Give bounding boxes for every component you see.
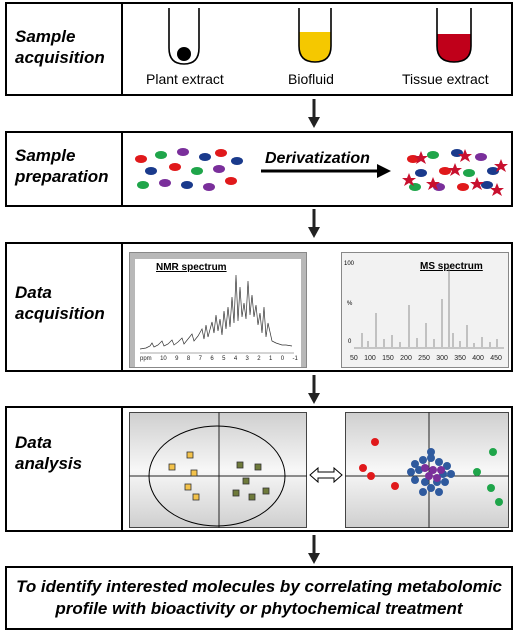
- conclusion-line: profile with bioactivity or phytochemica…: [55, 599, 463, 618]
- tissue-extract-label: Tissue extract: [402, 71, 489, 87]
- step-label-line: acquisition: [15, 48, 105, 67]
- step-label-line: Data: [15, 433, 52, 452]
- tissue-extract-tube: [436, 8, 472, 63]
- step-label-sample-preparation: Sample preparation: [15, 145, 109, 187]
- ms-x-tick-label: 400: [472, 355, 484, 362]
- ms-x-tick-label: 250: [418, 355, 430, 362]
- down-arrow-icon: [308, 99, 320, 128]
- nmr-tick-label: ppm: [140, 356, 152, 362]
- nmr-tick-label: -1: [292, 356, 298, 362]
- derivatization-label: Derivatization: [265, 150, 370, 167]
- ms-peaks: [354, 265, 504, 349]
- pca-score-plot: [129, 412, 307, 528]
- nmr-trace: [139, 274, 294, 354]
- molecule-dots-after: [402, 149, 508, 196]
- data-analysis-panel: Data analysis: [5, 406, 513, 532]
- plant-extract-label: Plant extract: [146, 71, 224, 87]
- nmr-tick-label: 10: [160, 356, 167, 362]
- down-arrow-icon: [308, 535, 320, 564]
- plant-extract-tube: [168, 8, 200, 65]
- ms-y-tick-label: 0: [348, 339, 352, 345]
- step-label-line: Sample: [15, 27, 76, 46]
- step-label-column: Sample preparation: [7, 133, 123, 205]
- nmr-axis-ticks: ppm 10 9 8 7 6 5 4 3 2 1 0 -1: [140, 356, 298, 365]
- nmr-tick-label: 6: [210, 356, 214, 362]
- ms-x-tick-label: 200: [400, 355, 412, 362]
- nmr-tick-label: 2: [257, 356, 261, 362]
- cluster-scatter-plot: [345, 412, 509, 528]
- ms-y-tick-label: 100: [344, 261, 355, 267]
- step-label-column: Sample acquisition: [7, 4, 123, 94]
- sample-tubes-illustration: [168, 8, 472, 65]
- data-acquisition-panel: Data acquisition NMR spectrum ppm 10 9 8…: [5, 242, 513, 372]
- ms-x-tick-label: 100: [364, 355, 376, 362]
- step-label-line: preparation: [15, 167, 109, 186]
- down-arrow-icon: [308, 209, 320, 238]
- nmr-spectrum-title: NMR spectrum: [156, 262, 227, 273]
- ms-x-tick-label: 350: [454, 355, 466, 362]
- molecule-dots-before: [135, 148, 243, 191]
- ms-y-tick-label: %: [347, 301, 353, 307]
- step-label-line: Data: [15, 283, 52, 302]
- biofluid-tube: [298, 8, 332, 63]
- nmr-spectrum-plot: NMR spectrum ppm 10 9 8 7 6 5 4 3 2 1 0 …: [129, 252, 307, 368]
- ms-spectrum-plot: MS spectrum 100 % 0: [341, 252, 509, 368]
- sample-acquisition-panel: Sample acquisition Plant extract Bioflui…: [5, 2, 513, 96]
- nmr-tick-label: 4: [233, 356, 238, 362]
- nmr-tick-label: 9: [175, 356, 179, 362]
- step-label-line: acquisition: [15, 304, 105, 323]
- double-arrow-icon: [309, 466, 343, 484]
- step-label-data-analysis: Data analysis: [15, 432, 82, 474]
- nmr-tick-label: 8: [186, 356, 191, 362]
- ms-spectrum-title: MS spectrum: [420, 261, 483, 272]
- step-label-data-acquisition: Data acquisition: [15, 282, 105, 324]
- ms-x-tick-label: 150: [382, 355, 394, 362]
- step-label-column: Data acquisition: [7, 244, 123, 370]
- conclusion-box: To identify interested molecules by corr…: [5, 566, 513, 630]
- nmr-tick-label: 0: [280, 356, 285, 362]
- step-label-line: Sample: [15, 146, 76, 165]
- step-label-column: Data analysis: [7, 408, 123, 530]
- ms-x-axis-ticks: 50 100 150 200 250 300 350 400 450: [350, 355, 502, 364]
- step-label-sample-acquisition: Sample acquisition: [15, 26, 105, 68]
- ms-x-tick-label: 450: [490, 355, 502, 362]
- nmr-tick-label: 7: [198, 356, 202, 362]
- biofluid-label: Biofluid: [288, 71, 334, 87]
- nmr-tick-label: 1: [269, 356, 273, 362]
- ms-x-tick-label: 300: [436, 355, 448, 362]
- nmr-tick-label: 5: [222, 356, 226, 362]
- ms-x-tick-label: 50: [350, 355, 358, 362]
- down-arrow-icon: [308, 375, 320, 404]
- sample-preparation-panel: Sample preparation: [5, 131, 513, 207]
- conclusion-line: To identify interested molecules by corr…: [16, 577, 502, 596]
- nmr-tick-label: 3: [245, 356, 249, 362]
- step-label-line: analysis: [15, 454, 83, 473]
- derivatization-illustration: [135, 148, 508, 196]
